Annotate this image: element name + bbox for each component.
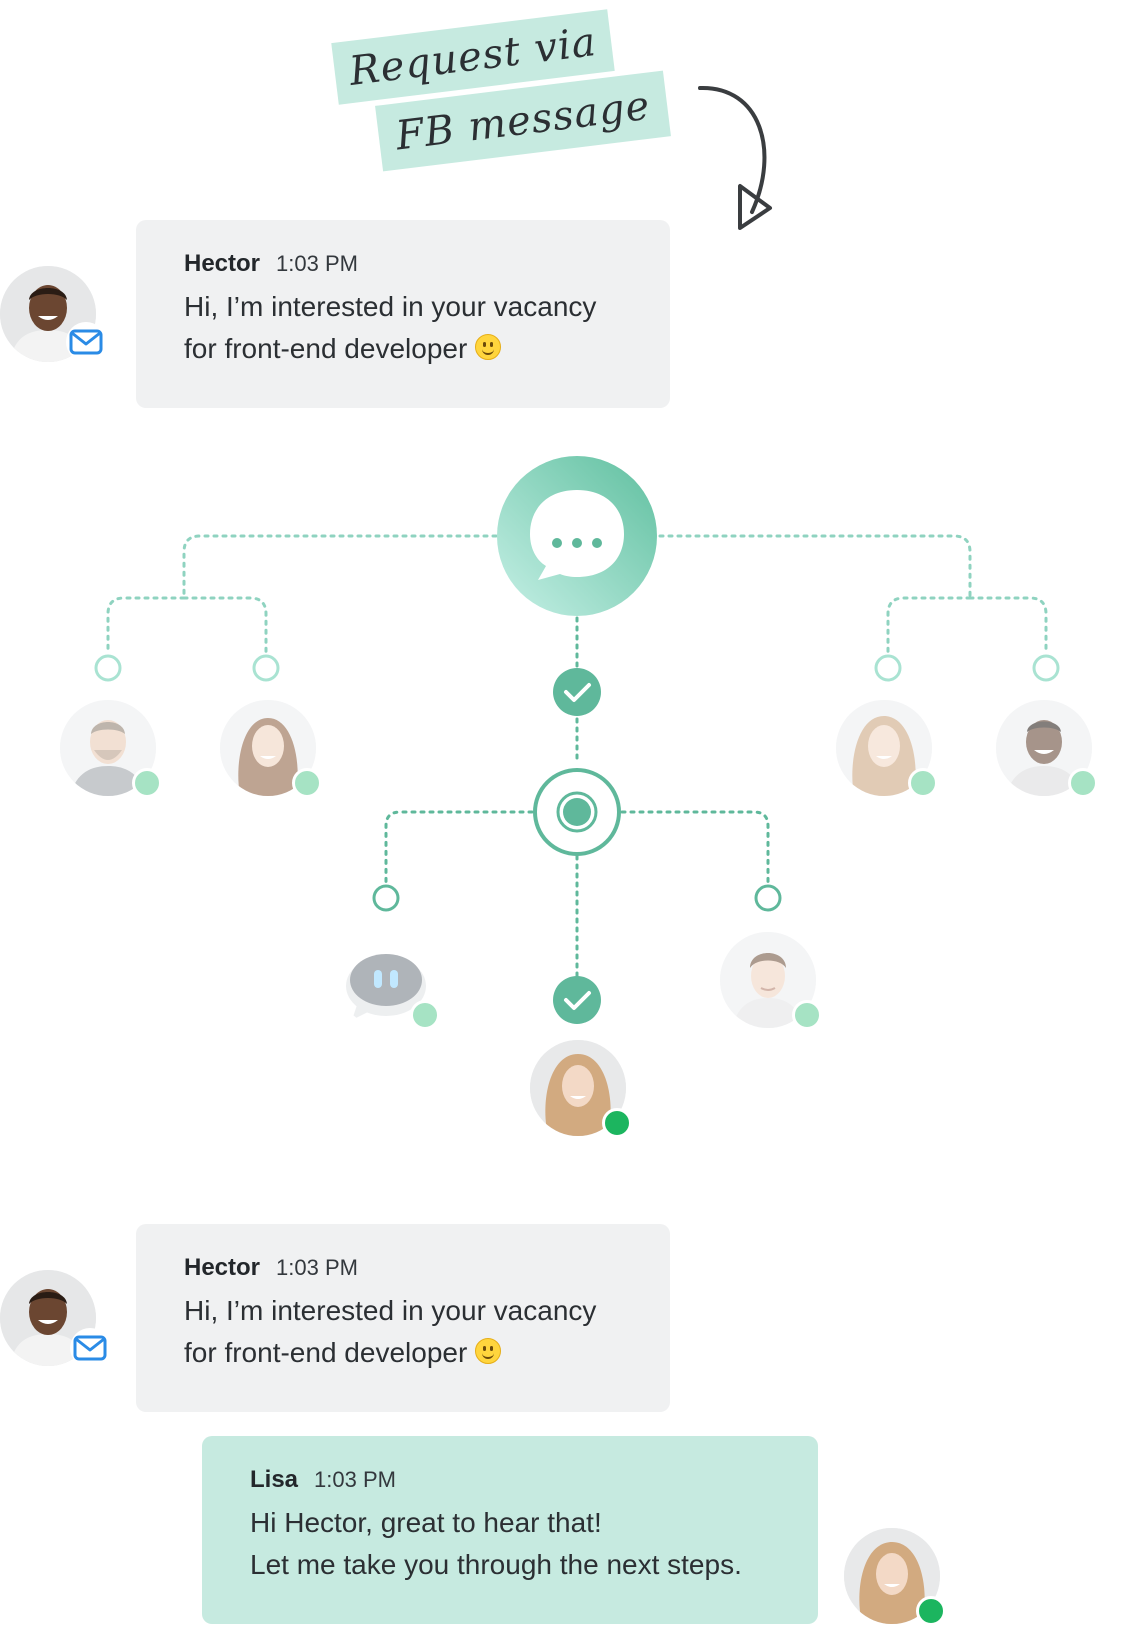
sender-name: Hector: [184, 1254, 261, 1281]
status-online-dot: [1068, 768, 1098, 798]
message-hector-request: Hector 1:03 PM Hi, I’m interested in you…: [136, 220, 670, 408]
chat-bubble-icon: [530, 490, 624, 580]
smile-emoji-icon: [475, 1338, 502, 1364]
connectors-lower: [384, 616, 770, 980]
avatar-agent-2: [220, 700, 322, 798]
sender-name: Hector: [184, 250, 261, 277]
curved-arrow-icon: [698, 85, 772, 230]
message-time: 1:03 PM: [314, 1467, 396, 1492]
connectors-upper: [106, 534, 1048, 654]
status-online-dot: [410, 1000, 440, 1030]
avatar-agent-4: [996, 700, 1098, 798]
envelope-icon: [70, 1328, 110, 1368]
chat-hub: [497, 456, 657, 616]
check-icon: [553, 976, 601, 1024]
message-time: 1:03 PM: [276, 251, 358, 276]
message-line-2: Let me take you through the next steps.: [250, 1549, 742, 1580]
message-line-2: for front-end developer: [184, 328, 622, 370]
avatar-agent-3: [836, 700, 938, 798]
avatar-agent-1: [60, 700, 162, 798]
message-lisa-reply: Lisa 1:03 PM Hi Hector, great to hear th…: [202, 1436, 818, 1624]
message-line-1: Hi Hector, great to hear that!: [250, 1507, 602, 1538]
message-line-2: for front-end developer: [184, 1332, 622, 1374]
message-time: 1:03 PM: [276, 1255, 358, 1280]
status-online-dot: [916, 1596, 946, 1626]
message-hector-repeat: Hector 1:03 PM Hi, I’m interested in you…: [136, 1224, 670, 1412]
avatar-hector: [0, 266, 106, 362]
avatar-hector: [0, 1270, 110, 1368]
sender-name: Lisa: [250, 1466, 299, 1493]
status-online-dot: [908, 768, 938, 798]
avatar-bot: [338, 932, 440, 1030]
status-online-dot: [292, 768, 322, 798]
smile-emoji-icon: [475, 334, 502, 360]
envelope-icon: [66, 322, 106, 362]
nodes-lower: [372, 884, 782, 912]
target-icon: [533, 768, 621, 856]
nodes-upper: [94, 654, 1060, 682]
message-line-1: Hi, I’m interested in your vacancy: [184, 1295, 597, 1326]
status-online-dot: [132, 768, 162, 798]
avatar-lisa: [844, 1528, 946, 1626]
status-online-dot: [792, 1000, 822, 1030]
avatar-agent-5: [720, 932, 822, 1030]
check-icon: [553, 668, 601, 716]
status-online-dot: [602, 1108, 632, 1138]
avatar-lisa-selected: [530, 1040, 632, 1138]
message-line-1: Hi, I’m interested in your vacancy: [184, 291, 597, 322]
